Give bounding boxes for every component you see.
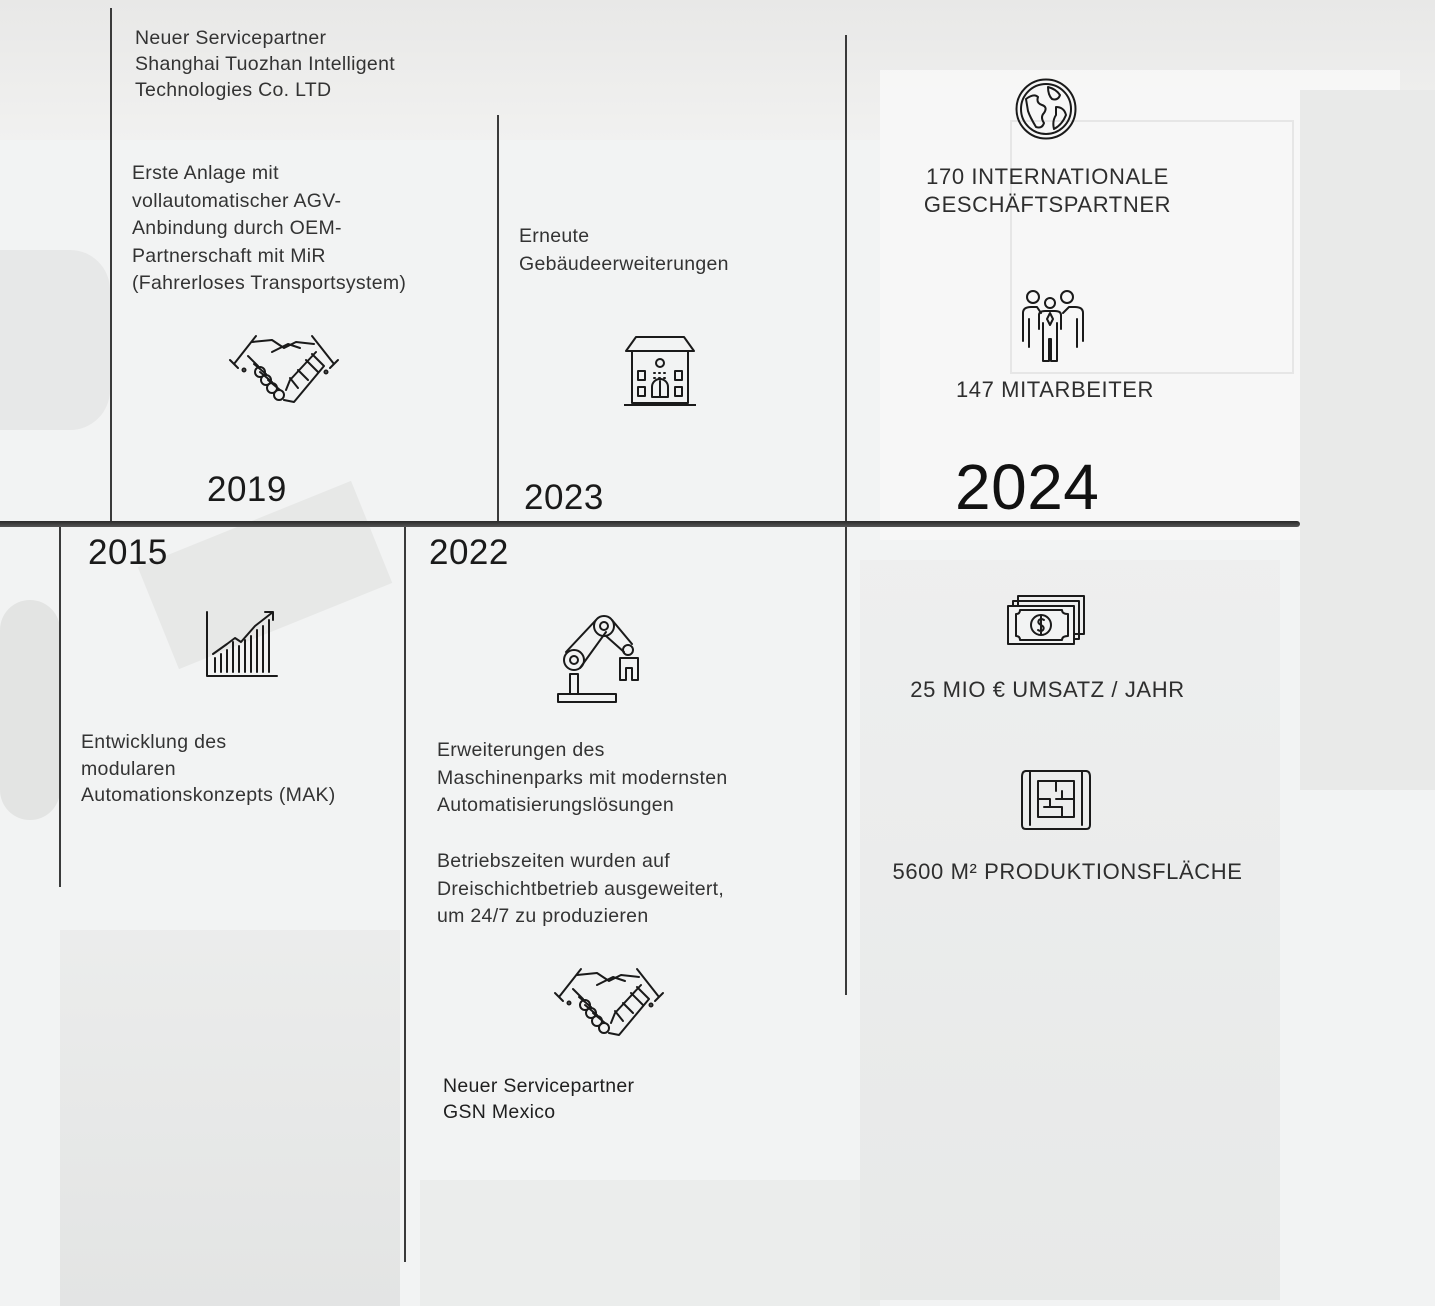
milestone-2022-shifts: Betriebszeiten wurden auf Dreischichtbet… bbox=[437, 850, 725, 927]
stat-employees: 147 MITARBEITER bbox=[955, 377, 1155, 402]
year-2019: 2019 bbox=[207, 470, 287, 509]
stat-revenue: 25 MIO € UMSATZ / JAHR bbox=[910, 677, 1185, 702]
globe-icon bbox=[1014, 77, 1078, 141]
building-icon bbox=[624, 335, 696, 407]
year-2024: 2024 bbox=[955, 451, 1100, 523]
stat-production-area: 5600 M² PRODUKTIONSFLÄCHE bbox=[892, 859, 1243, 884]
timeline-axis bbox=[0, 521, 1300, 527]
floor-plan-icon bbox=[1020, 769, 1092, 831]
robot-arm-icon bbox=[556, 612, 648, 706]
timeline-line-2022 bbox=[404, 527, 406, 1262]
milestone-2022-machines: Erweiterungen des Maschinenparks mit mod… bbox=[437, 739, 728, 816]
handshake-icon-2022 bbox=[553, 963, 665, 1045]
timeline-line-2019 bbox=[110, 8, 112, 523]
handshake-icon bbox=[228, 330, 340, 412]
milestone-2015-mak: Entwicklung des modularen Automationskon… bbox=[81, 731, 336, 806]
timeline-line-2024 bbox=[845, 35, 847, 995]
people-icon bbox=[1019, 289, 1087, 363]
milestone-2019-partner: Neuer Servicepartner Shanghai Tuozhan In… bbox=[135, 27, 395, 101]
stat-business-partners: 170 INTERNATIONALE GESCHÄFTSPARTNER bbox=[923, 164, 1172, 217]
milestone-2019-agv: Erste Anlage mit vollautomatischer AGV- … bbox=[132, 162, 407, 294]
milestone-2022-partner: Neuer Servicepartner GSN Mexico bbox=[443, 1075, 635, 1123]
growth-chart-icon bbox=[205, 610, 279, 680]
year-2023: 2023 bbox=[524, 478, 604, 517]
money-icon bbox=[1006, 594, 1086, 648]
year-2015: 2015 bbox=[88, 533, 168, 572]
timeline-line-2023 bbox=[497, 115, 499, 523]
year-2022: 2022 bbox=[429, 533, 509, 572]
milestone-2023-building: Erneute Gebäudeerweiterungen bbox=[519, 225, 729, 275]
timeline-line-2015 bbox=[59, 527, 61, 887]
